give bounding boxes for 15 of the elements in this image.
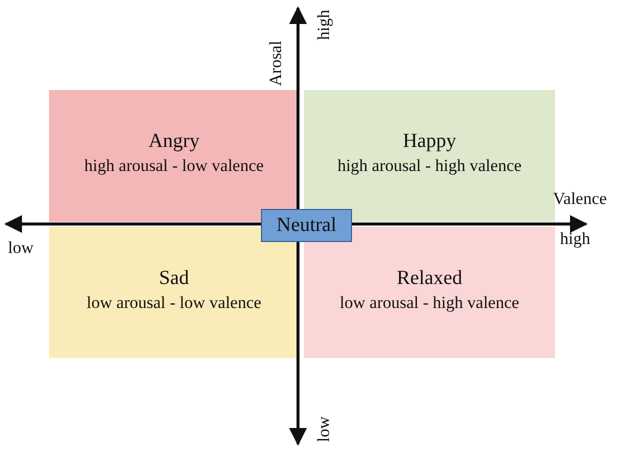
axis-end-label: low — [314, 416, 334, 442]
quadrant-description: low arousal - low valence — [86, 292, 262, 314]
quadrant-title: Angry — [148, 129, 200, 154]
axis-end-label: high — [314, 10, 334, 40]
quadrant-description: low arousal - high valence — [340, 292, 520, 314]
quadrant-description: high arousal - low valence — [84, 155, 264, 177]
axis-end-label: low — [8, 238, 34, 258]
quadrant-description: high arousal - high valence — [337, 155, 522, 177]
axis-title: Arosal — [266, 40, 286, 86]
quadrant-title: Happy — [402, 129, 456, 154]
quadrant-title: Relaxed — [396, 266, 462, 290]
neutral-label-box: Neutral — [261, 209, 352, 242]
axis-title: Valence — [553, 189, 607, 209]
axis-end-label: high — [560, 229, 590, 249]
quadrant-title: Sad — [159, 266, 189, 290]
